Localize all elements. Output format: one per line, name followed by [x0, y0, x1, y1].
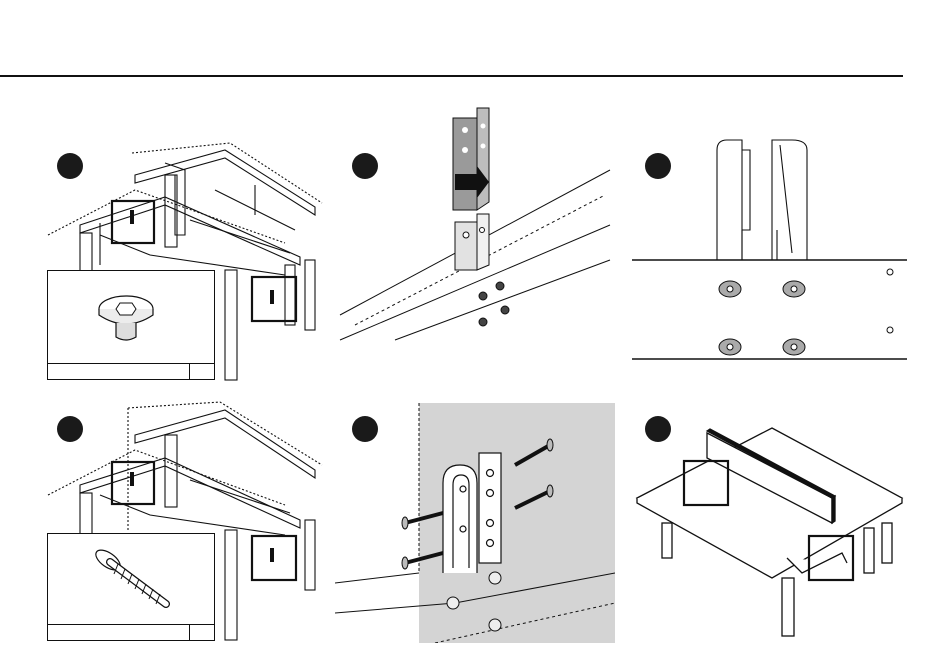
screen-bracket-illustration	[335, 403, 615, 643]
step-2-panel	[335, 100, 615, 360]
header-rule	[0, 75, 903, 77]
step-3-panel	[632, 135, 907, 370]
assembled-desk-illustration	[632, 403, 907, 643]
step-4-marker	[57, 416, 83, 442]
wing-bolt-icon	[719, 281, 805, 355]
screw-icon	[479, 282, 509, 326]
screen-mount-illustration	[632, 135, 907, 370]
bracket-illustration	[335, 100, 615, 360]
step-6-panel	[632, 403, 907, 643]
flange-bolt-icon	[48, 271, 214, 363]
step-4-inset	[47, 533, 215, 641]
bracket-icon	[453, 108, 489, 270]
step-6-marker	[645, 416, 671, 442]
step-5-panel	[335, 403, 615, 643]
wood-screw-icon	[48, 534, 214, 624]
step-5-marker	[352, 416, 378, 442]
step-1-marker	[57, 153, 83, 179]
bracket-icon	[443, 453, 501, 573]
step-1-inset	[47, 270, 215, 380]
step-3-marker	[645, 153, 671, 179]
step-2-marker	[352, 153, 378, 179]
